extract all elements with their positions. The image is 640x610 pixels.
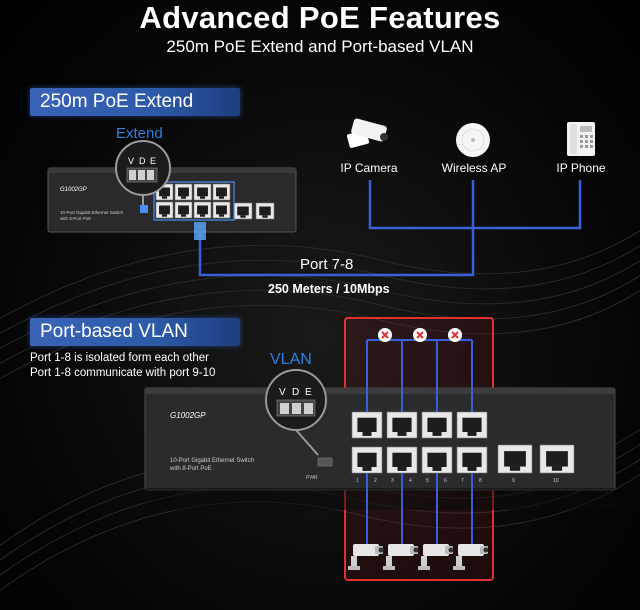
extend-dip-e: E <box>150 156 156 166</box>
vlan-port-number: 1 <box>356 478 359 484</box>
extend-badge: 250m PoE Extend <box>30 88 240 116</box>
vlan-port-top <box>456 411 488 439</box>
vlan-diagram: G1002GP 10-Port Gigabit Ethernet Switch … <box>144 317 616 581</box>
block-x-icon <box>448 328 462 342</box>
vlan-switch-desc2: with 8-Port PoE <box>169 466 212 472</box>
camera-icon <box>418 544 454 570</box>
vlan-port-number: 6 <box>444 478 447 484</box>
extend-diagram: G1002GP 10-Port Gigabit Ethernet Switch … <box>47 118 595 277</box>
vlan-port-top <box>421 411 453 439</box>
vlan-switch-desc1: 10-Port Gigabit Ethernet Switch <box>170 458 254 464</box>
vlan-port-number: 5 <box>426 478 429 484</box>
camera-icon <box>383 544 419 570</box>
vlan-uplink-port <box>497 444 533 474</box>
page-subtitle: 250m PoE Extend and Port-based VLAN <box>166 37 474 56</box>
extend-switch-model: G1002GP <box>60 187 87 193</box>
extend-cable-plug <box>194 222 206 240</box>
camera-icon <box>348 544 384 570</box>
extend-dip-v: V <box>128 156 134 166</box>
extend-connection-lines <box>198 180 582 277</box>
extend-port <box>155 201 174 219</box>
vlan-cameras <box>348 544 489 570</box>
vlan-port-bottom <box>351 446 383 474</box>
vlan-port-bottom <box>421 446 453 474</box>
vlan-note-line2: Port 1-8 communicate with port 9-10 <box>30 367 216 379</box>
vlan-port-bottom <box>386 446 418 474</box>
extend-port <box>174 183 193 201</box>
vlan-dip-v: V <box>279 387 286 398</box>
extend-uplink-port <box>255 202 275 220</box>
extend-switch-desc1: 10-Port Gigabit Ethernet Switch <box>60 210 124 215</box>
extend-uplink-port <box>233 202 253 220</box>
extend-switch-desc2: with 8-Port PoE <box>60 216 91 221</box>
phone-icon <box>567 122 595 156</box>
extend-label: Extend <box>116 125 163 142</box>
extend-port <box>174 201 193 219</box>
vlan-block-markers <box>378 328 462 342</box>
vlan-switch-body <box>144 387 616 491</box>
vlan-ports: 1 2 3 4 5 6 7 8 9 10 <box>351 411 575 484</box>
vlan-port-number: 3 <box>391 478 394 484</box>
extend-port-highlight <box>153 181 235 221</box>
vlan-port-top <box>351 411 383 439</box>
vlan-pwr-label: PWR <box>306 475 318 481</box>
page-title: Advanced PoE Features <box>139 0 501 35</box>
vlan-port-number: 4 <box>409 478 412 484</box>
vlan-uplink-number: 9 <box>512 478 515 484</box>
extend-port <box>212 183 231 201</box>
port-range-text: Port 7-8 <box>300 256 354 273</box>
wireless-ap-icon <box>456 123 490 157</box>
camera-icon <box>346 118 388 148</box>
vlan-switch-model: G1002GP <box>170 411 206 420</box>
vlan-port-number: 2 <box>374 478 377 484</box>
extend-ports <box>153 181 275 221</box>
vlan-port-bottom <box>456 446 488 474</box>
vlan-port-top <box>386 411 418 439</box>
extend-dip-d: D <box>139 156 146 166</box>
extend-port <box>193 183 212 201</box>
vlan-label: VLAN <box>270 351 312 368</box>
vlan-dip-e: E <box>305 387 312 398</box>
vlan-dip-d: D <box>292 387 299 398</box>
block-x-icon <box>413 328 427 342</box>
distance-text: 250 Meters / 10Mbps <box>268 282 390 296</box>
vlan-note-line1: Port 1-8 is isolated form each other <box>30 352 209 364</box>
camera-icon <box>453 544 489 570</box>
vlan-port-number: 8 <box>479 478 482 484</box>
device-label-camera: IP Camera <box>340 161 398 175</box>
vlan-badge: Port-based VLAN <box>30 318 240 346</box>
extend-dip-switch-small <box>140 205 148 213</box>
vlan-uplink-number: 10 <box>553 478 559 484</box>
device-label-ap: Wireless AP <box>441 161 507 175</box>
vlan-uplink-port <box>539 444 575 474</box>
extend-port <box>212 201 231 219</box>
vlan-port-number: 7 <box>461 478 464 484</box>
block-x-icon <box>378 328 392 342</box>
extend-port <box>193 201 212 219</box>
device-label-phone: IP Phone <box>556 161 606 175</box>
